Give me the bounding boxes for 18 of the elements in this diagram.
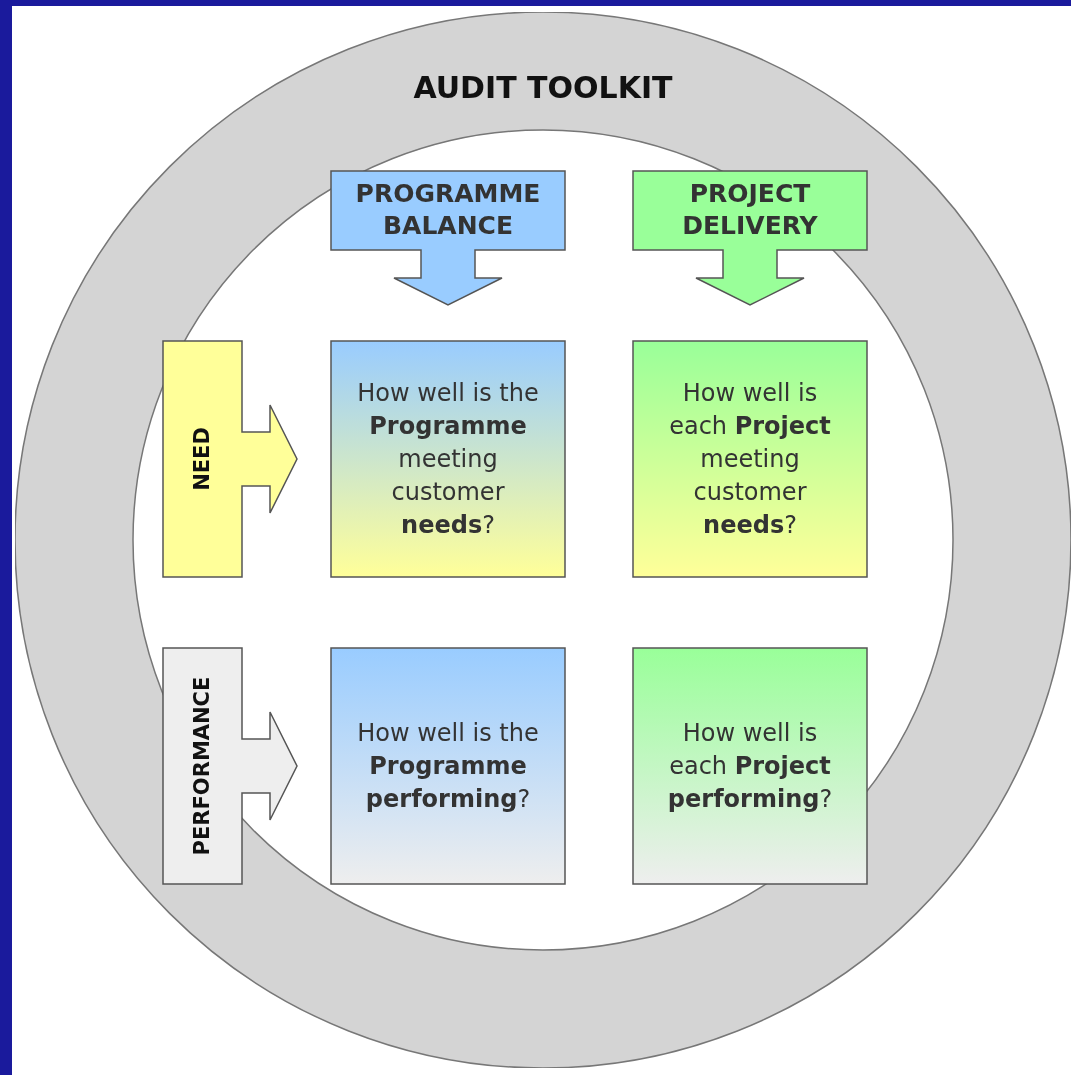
question-box — [330, 647, 566, 885]
column-heading: PROGRAMME BALANCE — [354, 178, 542, 242]
ring-title: AUDIT TOOLKIT — [412, 70, 674, 105]
question-box — [330, 340, 566, 578]
column-heading: PROJECT DELIVERY — [681, 178, 819, 242]
ring — [15, 12, 1071, 1068]
right-arrow-box — [162, 647, 298, 885]
question-text: How well is each Project performing? — [666, 717, 834, 815]
down-arrow-box — [632, 170, 868, 306]
question-text: How well is the Programme meeting customer needs? — [356, 377, 540, 541]
question-text: How well is each Project meeting customer needs? — [668, 377, 832, 541]
row-heading: NEED — [190, 427, 214, 491]
right-arrow-box — [162, 340, 298, 578]
row-heading: PERFORMANCE — [190, 676, 214, 856]
question-box — [632, 647, 868, 885]
down-arrow-box — [330, 170, 566, 306]
question-box — [632, 340, 868, 578]
question-text: How well is the Programme performing? — [356, 717, 540, 815]
